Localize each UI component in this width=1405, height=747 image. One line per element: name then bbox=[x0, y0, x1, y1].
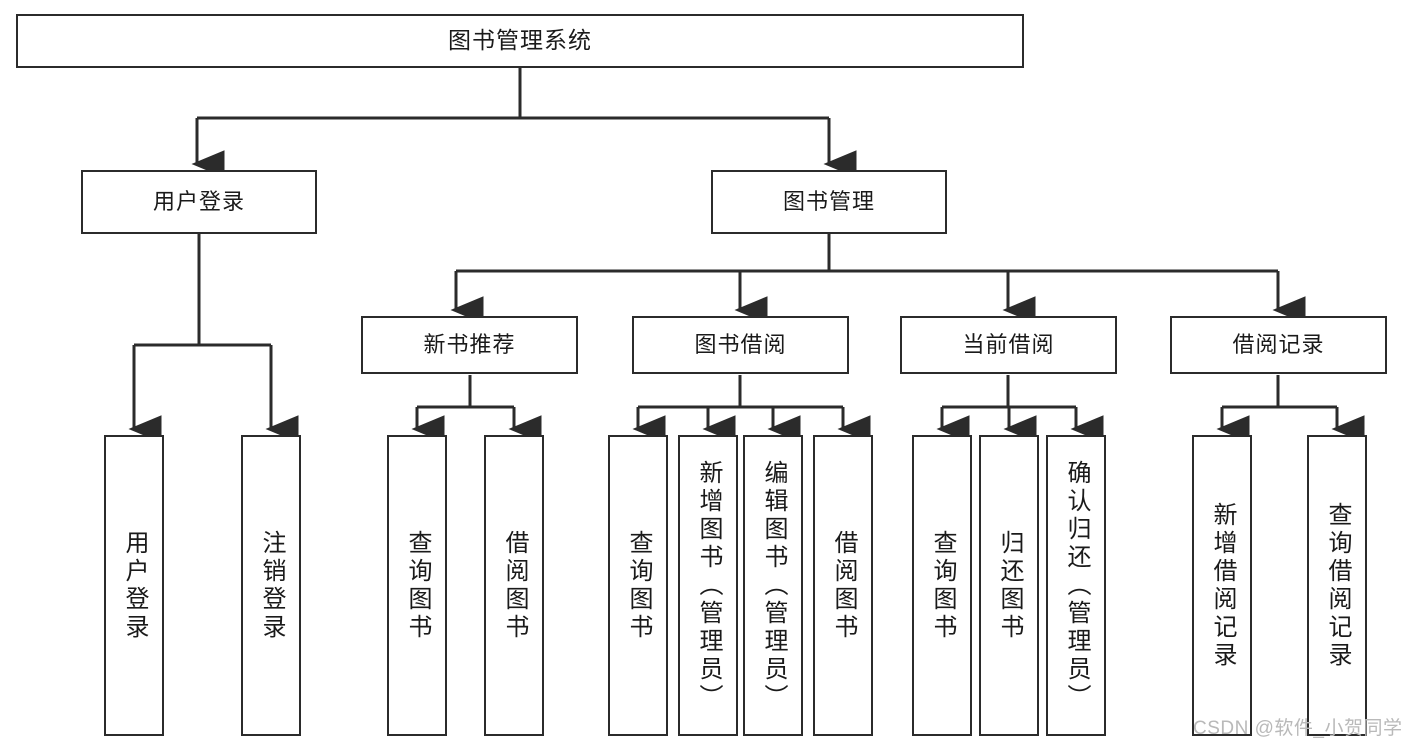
node-leaf-confirm-return-label: 确认归还（管理员） bbox=[1063, 459, 1090, 712]
node-book-borrow-label: 图书借阅 bbox=[694, 331, 787, 357]
node-leaf-add-book-label: 新增图书（管理员） bbox=[695, 459, 722, 712]
node-book-borrow[interactable]: 图书借阅 bbox=[632, 316, 849, 374]
node-leaf-logout-label: 注销登录 bbox=[258, 529, 285, 642]
node-user-login[interactable]: 用户登录 bbox=[81, 170, 317, 234]
node-book-manage[interactable]: 图书管理 bbox=[711, 170, 947, 234]
node-leaf-add-book[interactable]: 新增图书（管理员） bbox=[678, 435, 738, 736]
node-leaf-borrow-book-b[interactable]: 借阅图书 bbox=[813, 435, 873, 736]
node-leaf-borrow-book-b-label: 借阅图书 bbox=[830, 529, 857, 642]
node-leaf-add-record-label: 新增借阅记录 bbox=[1209, 501, 1236, 670]
node-leaf-query-record[interactable]: 查询借阅记录 bbox=[1307, 435, 1367, 736]
node-leaf-query-book-c-label: 查询图书 bbox=[929, 529, 956, 642]
node-leaf-logout[interactable]: 注销登录 bbox=[241, 435, 301, 736]
node-borrow-record-label: 借阅记录 bbox=[1232, 331, 1325, 357]
node-book-manage-label: 图书管理 bbox=[782, 188, 875, 214]
node-current-borrow[interactable]: 当前借阅 bbox=[900, 316, 1117, 374]
node-leaf-return-book-label: 归还图书 bbox=[996, 529, 1023, 642]
node-leaf-query-book-b[interactable]: 查询图书 bbox=[608, 435, 668, 736]
node-new-book-recommend-label: 新书推荐 bbox=[423, 331, 516, 357]
node-leaf-user-login[interactable]: 用户登录 bbox=[104, 435, 164, 736]
node-leaf-add-record[interactable]: 新增借阅记录 bbox=[1192, 435, 1252, 736]
node-leaf-query-book-b-label: 查询图书 bbox=[625, 529, 652, 642]
node-leaf-edit-book-label: 编辑图书（管理员） bbox=[760, 459, 787, 712]
node-new-book-recommend[interactable]: 新书推荐 bbox=[361, 316, 578, 374]
node-root-book-management-system[interactable]: 图书管理系统 bbox=[16, 14, 1024, 68]
node-leaf-return-book[interactable]: 归还图书 bbox=[979, 435, 1039, 736]
node-leaf-query-record-label: 查询借阅记录 bbox=[1324, 501, 1351, 670]
node-leaf-user-login-label: 用户登录 bbox=[121, 529, 148, 642]
node-user-login-label: 用户登录 bbox=[152, 188, 245, 214]
node-leaf-borrow-book-a-label: 借阅图书 bbox=[501, 529, 528, 642]
node-leaf-query-book-c[interactable]: 查询图书 bbox=[912, 435, 972, 736]
node-leaf-edit-book[interactable]: 编辑图书（管理员） bbox=[743, 435, 803, 736]
node-leaf-query-book-a[interactable]: 查询图书 bbox=[387, 435, 447, 736]
node-leaf-confirm-return[interactable]: 确认归还（管理员） bbox=[1046, 435, 1106, 736]
node-borrow-record[interactable]: 借阅记录 bbox=[1170, 316, 1387, 374]
node-leaf-borrow-book-a[interactable]: 借阅图书 bbox=[484, 435, 544, 736]
node-current-borrow-label: 当前借阅 bbox=[962, 331, 1055, 357]
node-root-label: 图书管理系统 bbox=[448, 27, 592, 54]
node-leaf-query-book-a-label: 查询图书 bbox=[404, 529, 431, 642]
